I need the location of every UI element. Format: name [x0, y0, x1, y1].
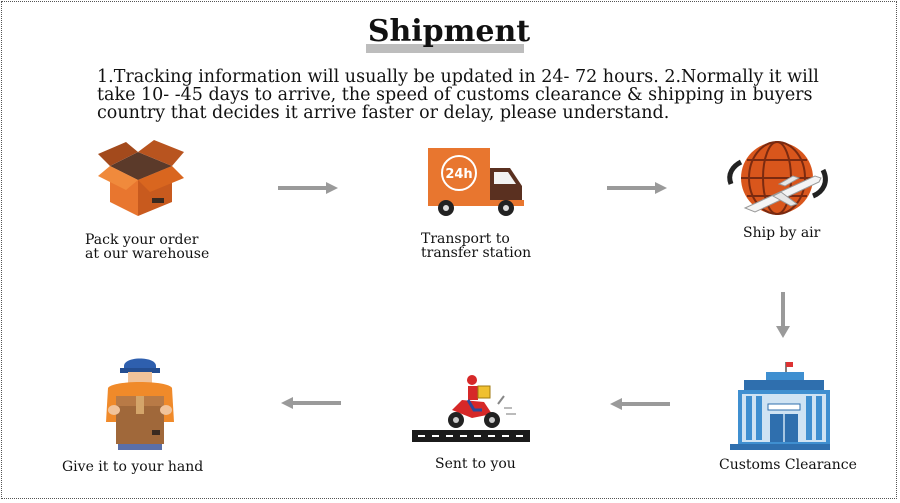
- step-label-transport: Transport to transfer station: [421, 231, 532, 261]
- delivery-truck-icon: 24h: [428, 148, 524, 216]
- step-customs: [730, 360, 830, 450]
- open-box-icon: [98, 140, 184, 216]
- title-block: Shipment: [2, 14, 896, 53]
- step-label-pack: Pack your order at our warehouse: [85, 232, 210, 262]
- step-pack-order: [96, 138, 186, 218]
- step-label-customs: Customs Clearance: [719, 457, 857, 473]
- arrow-right-icon: [607, 182, 669, 194]
- step-transport: 24h: [426, 146, 526, 218]
- globe-plane-icon: [727, 141, 828, 215]
- step-label-air: Ship by air: [743, 225, 821, 241]
- arrow-left-icon: [608, 398, 670, 410]
- truck-badge: 24h: [445, 167, 472, 182]
- arrow-left-icon: [279, 397, 341, 409]
- step-sent: [412, 374, 532, 446]
- step-deliver: [102, 352, 178, 450]
- arrow-down-icon: [776, 292, 790, 340]
- step-air: [725, 138, 831, 220]
- arrow-right-icon: [278, 182, 340, 194]
- customs-building-icon: [730, 362, 830, 450]
- person-holding-box-icon: [106, 358, 174, 450]
- scooter-courier-icon: [412, 375, 530, 442]
- step-label-deliver: Give it to your hand: [62, 459, 204, 475]
- shipping-notice: 1.Tracking information will usually be u…: [97, 67, 819, 123]
- step-label-sent: Sent to you: [435, 456, 516, 472]
- page-title: Shipment: [365, 14, 532, 53]
